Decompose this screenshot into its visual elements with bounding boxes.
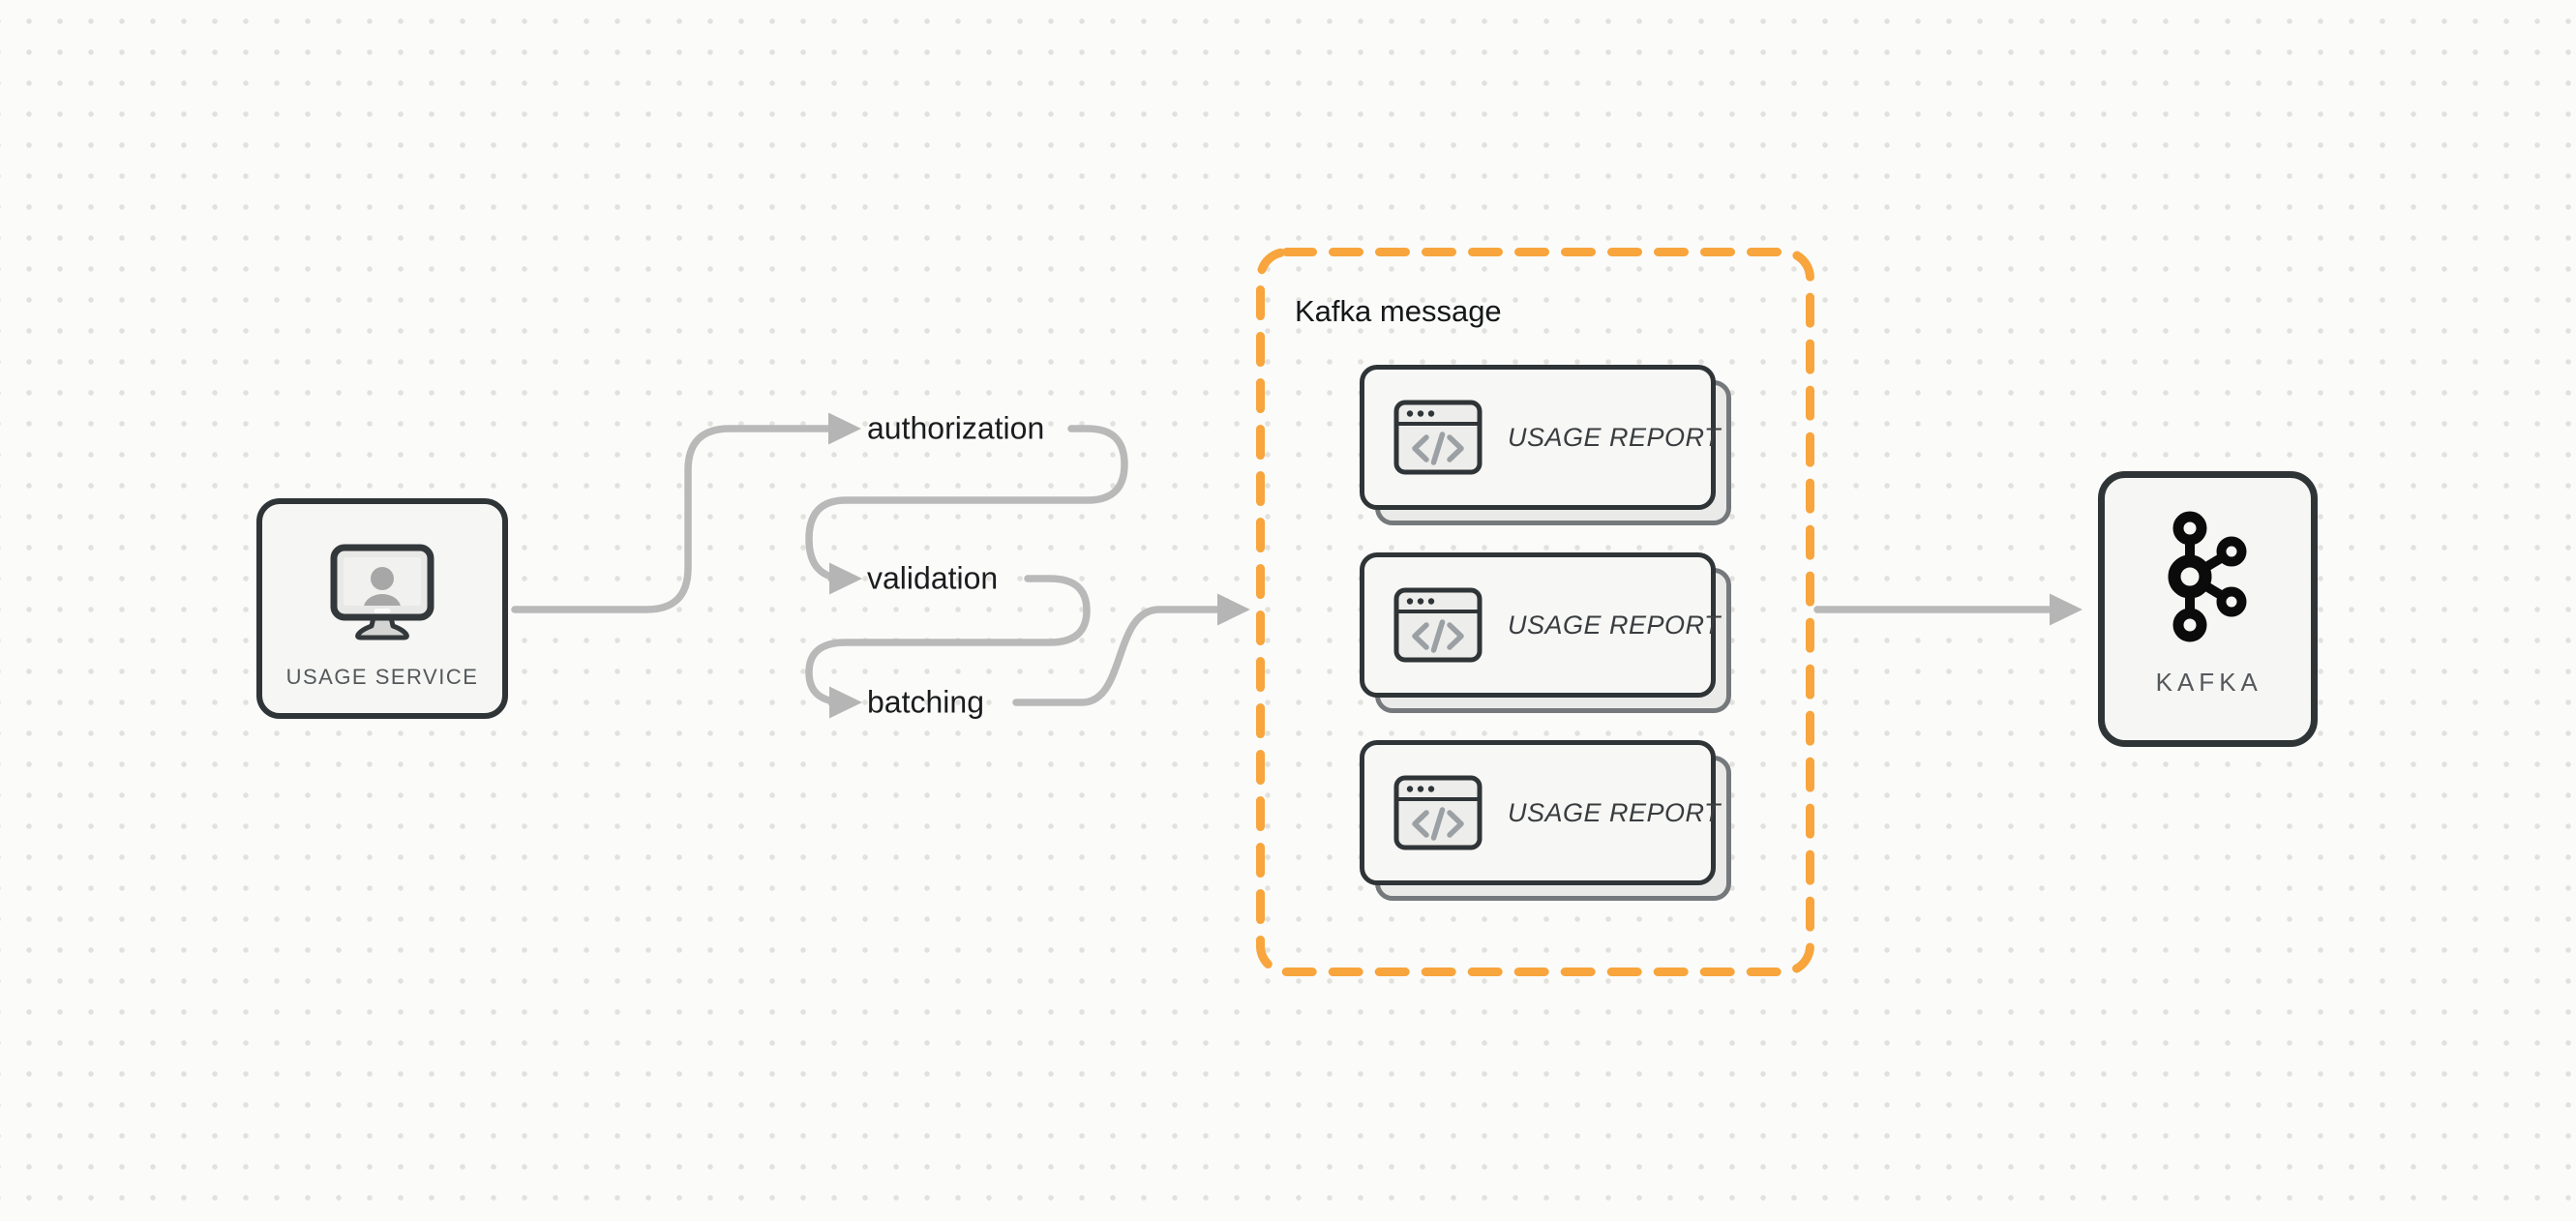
arrow-usage-to-authorization xyxy=(511,412,861,613)
step-validation: validation xyxy=(867,560,999,596)
kafka-message-group: Kafka message USAGE REPORT xyxy=(1256,248,1814,976)
step-authorization: authorization xyxy=(867,410,1045,446)
usage-report-card: USAGE REPORT xyxy=(1360,740,1731,901)
arrow-batching-to-kafka-message xyxy=(1012,593,1250,706)
usage-report-label: USAGE REPORT xyxy=(1508,797,1722,827)
code-window-icon xyxy=(1393,587,1483,663)
usage-report-card: USAGE REPORT xyxy=(1360,552,1731,713)
arrow-kafka-message-to-kafka xyxy=(1813,593,2082,626)
kafka-label: KAFKA xyxy=(2155,668,2262,697)
usage-report-label: USAGE REPORT xyxy=(1508,610,1722,640)
arrow-validation-to-batching xyxy=(805,575,1091,719)
step-batching: batching xyxy=(867,684,984,720)
code-window-icon xyxy=(1393,400,1483,475)
usage-report-label: USAGE REPORT xyxy=(1508,422,1722,452)
code-window-icon xyxy=(1393,775,1483,850)
node-kafka: KAFKA xyxy=(2098,471,2318,747)
usage-service-label: USAGE SERVICE xyxy=(285,665,479,689)
kafka-logo-icon xyxy=(2168,511,2246,642)
usage-report-card: USAGE REPORT xyxy=(1360,365,1731,525)
node-usage-service: USAGE SERVICE xyxy=(256,498,508,719)
kafka-message-title: Kafka message xyxy=(1295,294,1502,328)
user-monitor-icon xyxy=(330,544,434,640)
arrow-authorization-to-validation xyxy=(805,425,1128,595)
